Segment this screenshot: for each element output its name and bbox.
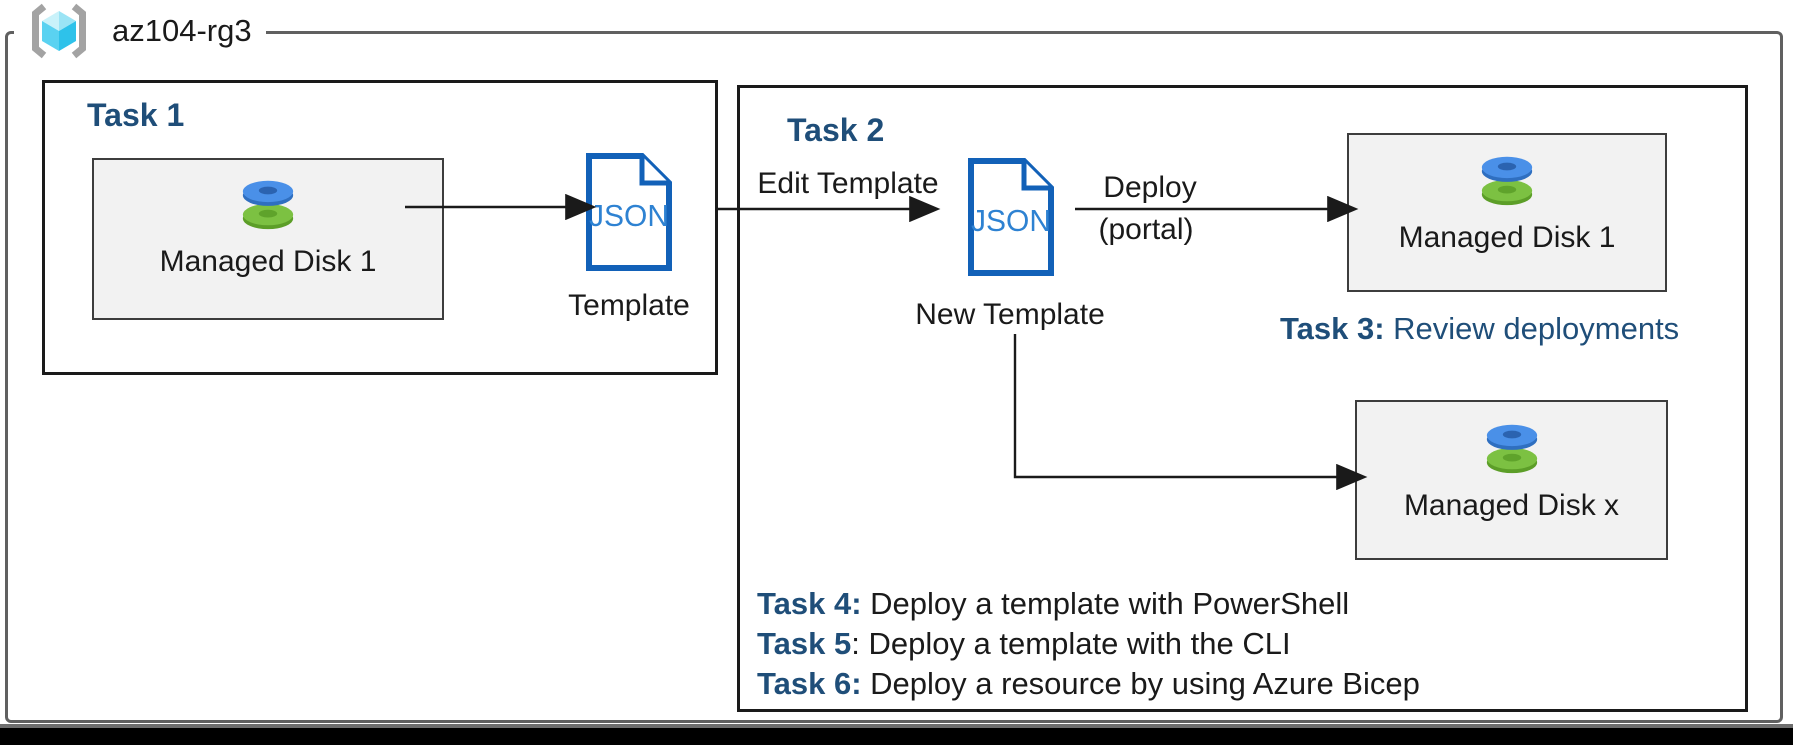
managed-disk-1-label: Managed Disk 1 — [159, 245, 377, 278]
task4-prefix: Task 4: — [757, 586, 862, 621]
deployed-managed-disk-1-label: Managed Disk 1 — [1398, 221, 1616, 254]
frame-border-mask — [14, 24, 266, 40]
task3-description: Review deployments — [1384, 311, 1680, 346]
task5-text: Task 5: Deploy a template with the CLI — [757, 624, 1291, 664]
resource-group-name: az104-rg3 — [112, 13, 252, 48]
managed-disk-icon — [239, 176, 297, 237]
task2-title: Task 2 — [787, 112, 885, 148]
task5-description: : Deploy a template with the CLI — [851, 626, 1291, 661]
template-label: Template — [568, 289, 690, 322]
managed-disk-x-label: Managed Disk x — [1403, 489, 1620, 522]
task6-text: Task 6: Deploy a resource by using Azure… — [757, 664, 1420, 704]
task3-text: Task 3: Review deployments — [1280, 309, 1679, 349]
deployed-managed-disk-1-box: Managed Disk 1 — [1347, 133, 1667, 292]
new-template-label: New Template — [915, 298, 1105, 331]
managed-disk-icon — [1483, 420, 1541, 481]
managed-disk-x-box: Managed Disk x — [1355, 400, 1668, 560]
resource-group-icon — [27, 2, 91, 60]
bottom-black-bar — [0, 728, 1793, 745]
task1-title: Task 1 — [87, 97, 185, 133]
json-icon-text: JSON — [589, 198, 669, 233]
task6-description: Deploy a resource by using Azure Bicep — [861, 666, 1420, 701]
task5-prefix: Task 5 — [757, 626, 852, 661]
managed-disk-icon — [1478, 152, 1536, 213]
task6-prefix: Task 6: — [757, 666, 862, 701]
resource-group-frame — [5, 31, 1783, 723]
task4-description: Deploy a template with PowerShell — [861, 586, 1350, 621]
task3-prefix: Task 3: — [1280, 311, 1385, 346]
json-template-icon: JSON — [585, 152, 673, 272]
json-icon-text: JSON — [971, 203, 1051, 238]
edit-template-arrow-label: Edit Template — [757, 167, 939, 200]
deploy-arrow-label: Deploy — [1103, 171, 1197, 204]
task4-text: Task 4: Deploy a template with PowerShel… — [757, 584, 1349, 624]
deploy-portal-sublabel: (portal) — [1098, 213, 1194, 246]
bottom-gray-edge — [0, 724, 1793, 728]
json-new-template-icon: JSON — [967, 157, 1055, 277]
managed-disk-1-box: Managed Disk 1 — [92, 158, 444, 320]
